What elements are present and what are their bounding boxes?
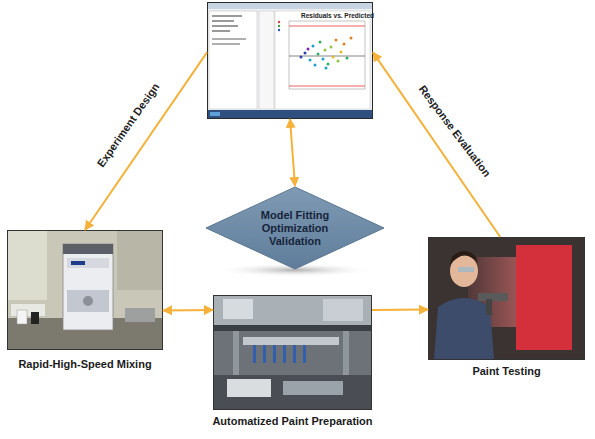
photo-box: Automatized Paint Preparation (213, 295, 372, 410)
decision-diamond: Model Fitting Optimization Validation (205, 186, 385, 270)
flow-arrow (290, 119, 295, 186)
photo-caption: Rapid-High-Speed Mixing (0, 358, 203, 370)
flow-arrow (85, 52, 207, 230)
flow-arrow (372, 309, 428, 311)
mixer-photo (7, 230, 163, 350)
plot-title: Residuals vs. Predicted (301, 12, 374, 19)
edge-label: Experiment Design (95, 81, 162, 170)
flow-arrow (163, 309, 213, 311)
software-screenshot-box: Residuals vs. Predicted (207, 2, 373, 119)
lab-photo (213, 295, 372, 410)
photo-box: Rapid-High-Speed Mixing (7, 230, 163, 350)
edge-label: Response Evaluation (416, 83, 493, 179)
paint-testing-photo (428, 237, 585, 360)
flow-arrow (373, 52, 500, 237)
photo-box: Paint Testing (428, 237, 585, 360)
diamond-text: Model Fitting Optimization Validation (205, 209, 385, 248)
photo-caption: Automatized Paint Preparation (173, 415, 412, 427)
photo-caption: Paint Testing (388, 365, 595, 377)
software-screenshot (207, 2, 373, 119)
